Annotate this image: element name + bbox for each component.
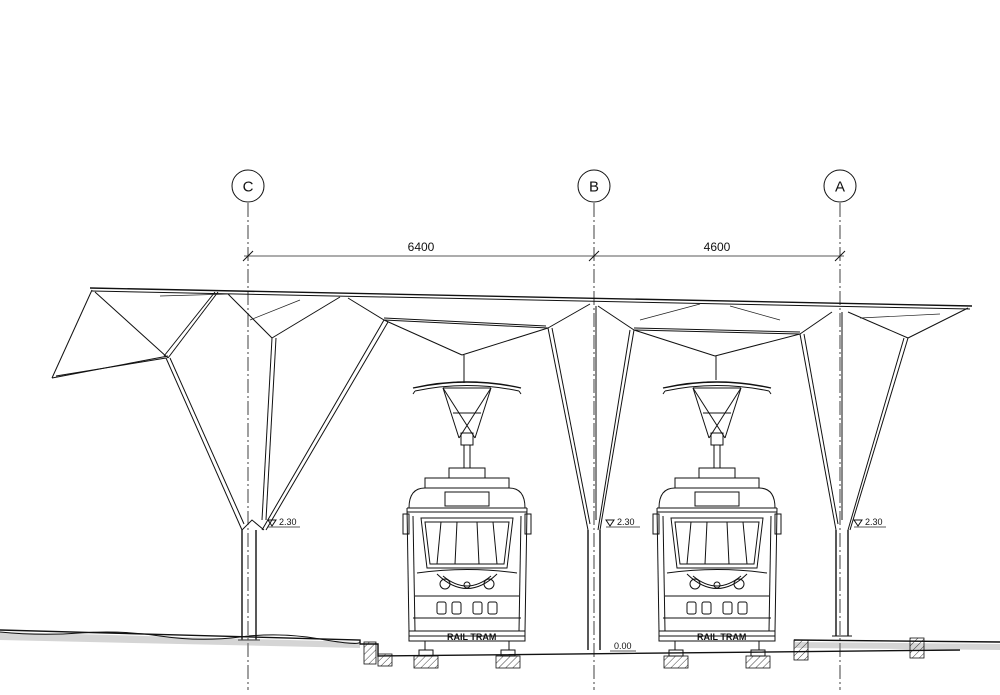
- axis-bubble-a: A: [823, 169, 857, 203]
- axis-bubble-c: C: [231, 169, 265, 203]
- curb-far-right: [909, 637, 925, 659]
- tram-left: RAIL TRAM: [402, 381, 532, 669]
- level-mark-b: 2.30: [605, 517, 640, 528]
- curb-left: [363, 641, 377, 665]
- level-text-b: 2.30: [617, 517, 635, 527]
- level-text-a: 2.30: [865, 517, 883, 527]
- level-text-ground: 0.00: [614, 641, 632, 651]
- dimension-b-a: 4600: [704, 240, 731, 254]
- ground-line: [0, 629, 1000, 667]
- axis-bubble-b: B: [577, 169, 611, 203]
- axis-label-a: A: [835, 179, 845, 196]
- curb-left-small: [377, 653, 393, 667]
- level-text-c: 2.30: [279, 517, 297, 527]
- tree-column-c: [165, 319, 389, 641]
- dimension-c-b: 6400: [408, 240, 435, 254]
- axis-label-c: C: [243, 179, 254, 196]
- axis-label-b: B: [589, 179, 599, 196]
- tree-column-a: [799, 312, 909, 637]
- tree-column-b: [547, 306, 635, 650]
- dimension-chain: 6400 4600: [242, 240, 846, 262]
- canopy-roof: [51, 287, 973, 383]
- tram-right: RAIL TRAM: [652, 381, 782, 669]
- level-mark-a: 2.30: [853, 517, 886, 528]
- level-mark-ground: 0.00: [610, 641, 636, 652]
- axis-lines: [247, 203, 841, 690]
- tram-label-left: RAIL TRAM: [447, 632, 496, 642]
- level-mark-c: 2.30: [267, 517, 300, 528]
- curb-right: [793, 639, 809, 661]
- tram-label-right: RAIL TRAM: [697, 632, 746, 642]
